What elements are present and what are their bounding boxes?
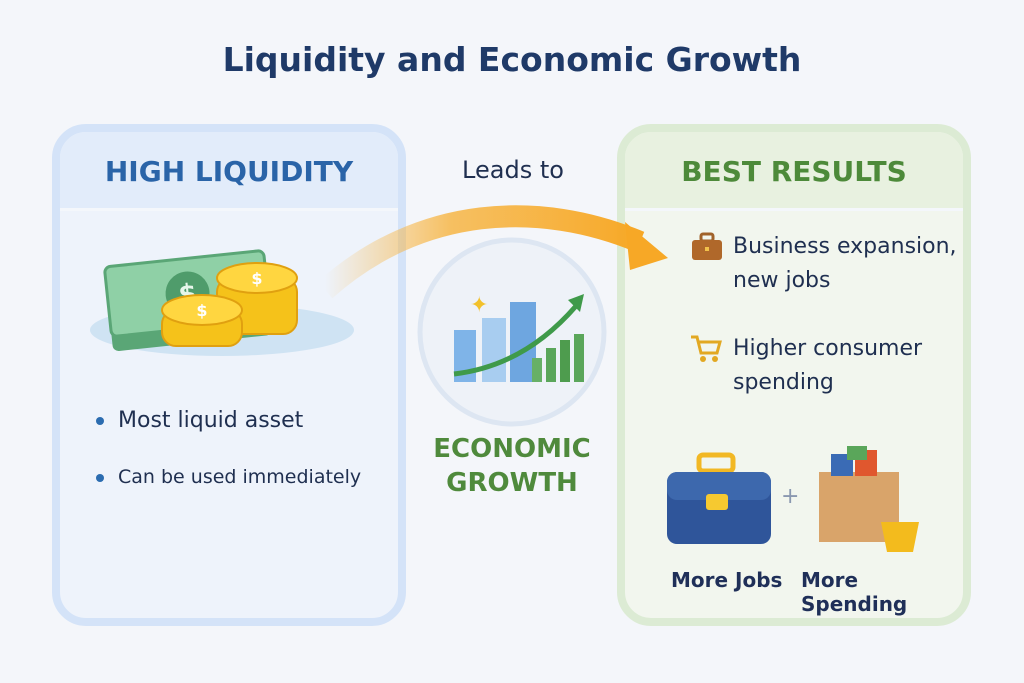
shopping-bag-icon xyxy=(819,446,919,552)
page-title: Liquidity and Economic Growth xyxy=(222,40,802,79)
bullet-item: Can be used immediately xyxy=(96,466,361,488)
cash-and-coins-icon: $ $ $ xyxy=(90,249,354,356)
best-results-panel: BEST RESULTS Business expansion, new jobs… xyxy=(617,124,971,626)
result-item: Business expansion, new jobs xyxy=(733,230,957,298)
caption-more-spending: More Spending xyxy=(801,568,908,616)
svg-text:$: $ xyxy=(196,301,207,320)
bullet-dot-icon xyxy=(96,473,104,482)
result-text: Business expansion, xyxy=(733,234,957,259)
caption-more-jobs: More Jobs xyxy=(671,568,783,592)
result-text: Higher consumer xyxy=(733,336,923,361)
city-growth-chart-icon: ✦ xyxy=(417,237,607,427)
bullet-dot-icon xyxy=(96,417,104,425)
high-liquidity-panel: HIGH LIQUIDITY $ $ $ Most liquid asset C… xyxy=(52,124,406,626)
label-line: ECONOMIC xyxy=(433,434,591,464)
svg-text:✦: ✦ xyxy=(470,293,488,318)
economic-growth-label: ECONOMIC GROWTH xyxy=(400,432,624,500)
shopping-cart-icon xyxy=(691,335,722,362)
panel-heading: HIGH LIQUIDITY xyxy=(60,132,398,211)
panel-heading: BEST RESULTS xyxy=(625,132,963,211)
plus-sign: + xyxy=(781,484,800,509)
connector-label: Leads to xyxy=(462,156,564,184)
result-text: spending xyxy=(733,370,834,395)
svg-text:$: $ xyxy=(251,269,262,288)
label-line: GROWTH xyxy=(446,468,578,498)
briefcase-icon xyxy=(692,232,722,260)
result-text: new jobs xyxy=(733,268,831,293)
bullet-text: Can be used immediately xyxy=(118,466,362,488)
blue-briefcase-icon xyxy=(667,452,771,544)
bullet-item: Most liquid asset xyxy=(96,408,303,433)
result-item: Higher consumer spending xyxy=(733,332,922,400)
bullet-text: Most liquid asset xyxy=(118,408,304,433)
